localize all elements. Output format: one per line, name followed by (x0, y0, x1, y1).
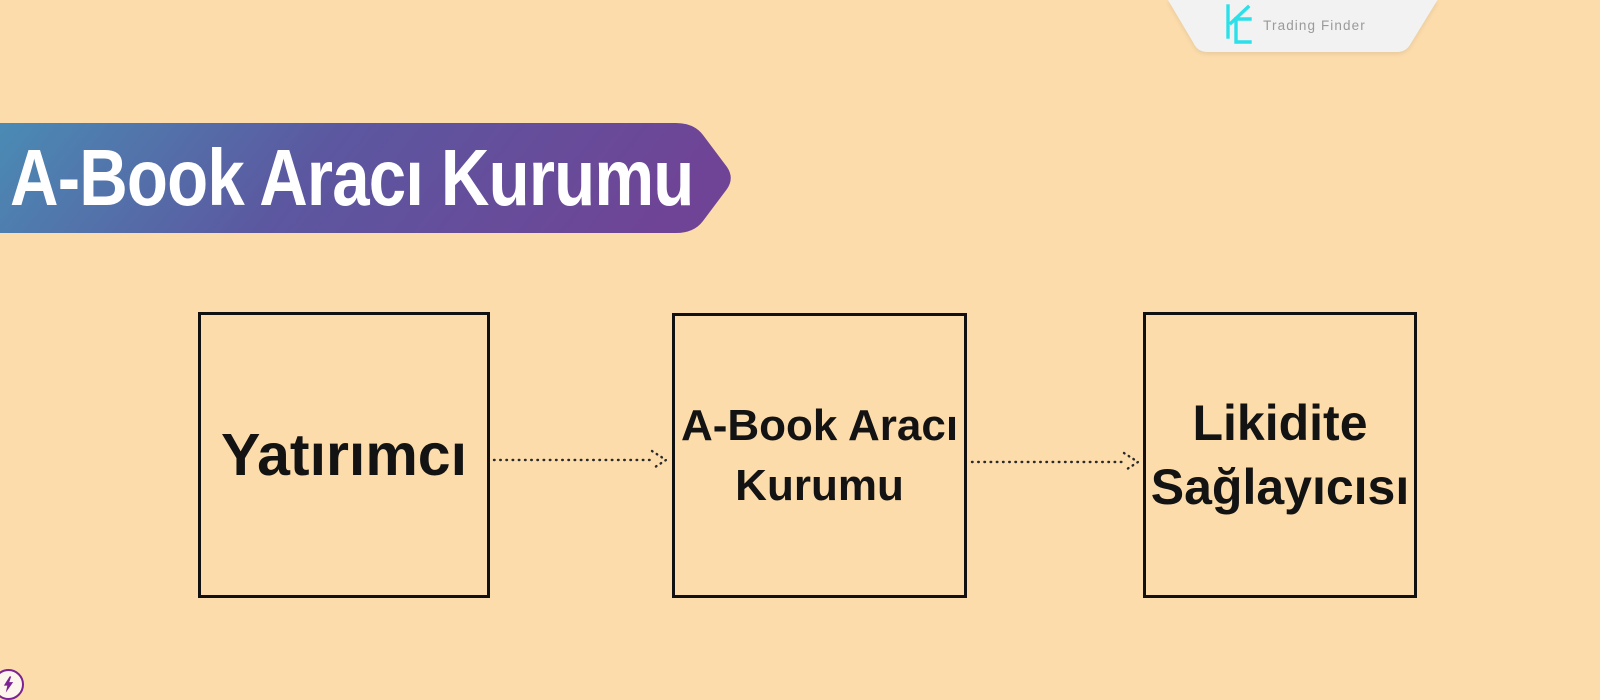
node-label: Sağlayıcısı (1150, 459, 1410, 515)
page-title: A-Book Aracı Kurumu (10, 133, 694, 222)
title-banner: A-Book Aracı Kurumu (0, 123, 740, 233)
node-label: Kurumu (735, 460, 904, 510)
brand-plate: Trading Finder (1160, 0, 1442, 56)
node-label: A-Book Aracı (680, 400, 959, 450)
brand-name: Trading Finder (1263, 17, 1366, 33)
flow-node-a-book-broker: A-Book Aracı Kurumu (672, 313, 967, 598)
node-label: Yatırımcı (221, 422, 467, 488)
lightning-icon (3, 676, 14, 693)
node-label: Likidite (1192, 395, 1368, 451)
title-ribbon-shape (0, 123, 731, 233)
flow-node-liquidity-provider: Likidite Sağlayıcısı (1143, 312, 1417, 598)
flash-badge (0, 669, 24, 700)
flow-node-investor: Yatırımcı (198, 312, 490, 598)
dotted-arrow-broker-to-lp (970, 451, 1141, 473)
dotted-arrow-investor-to-broker (492, 449, 669, 471)
trading-finder-logo-icon (1226, 4, 1252, 44)
